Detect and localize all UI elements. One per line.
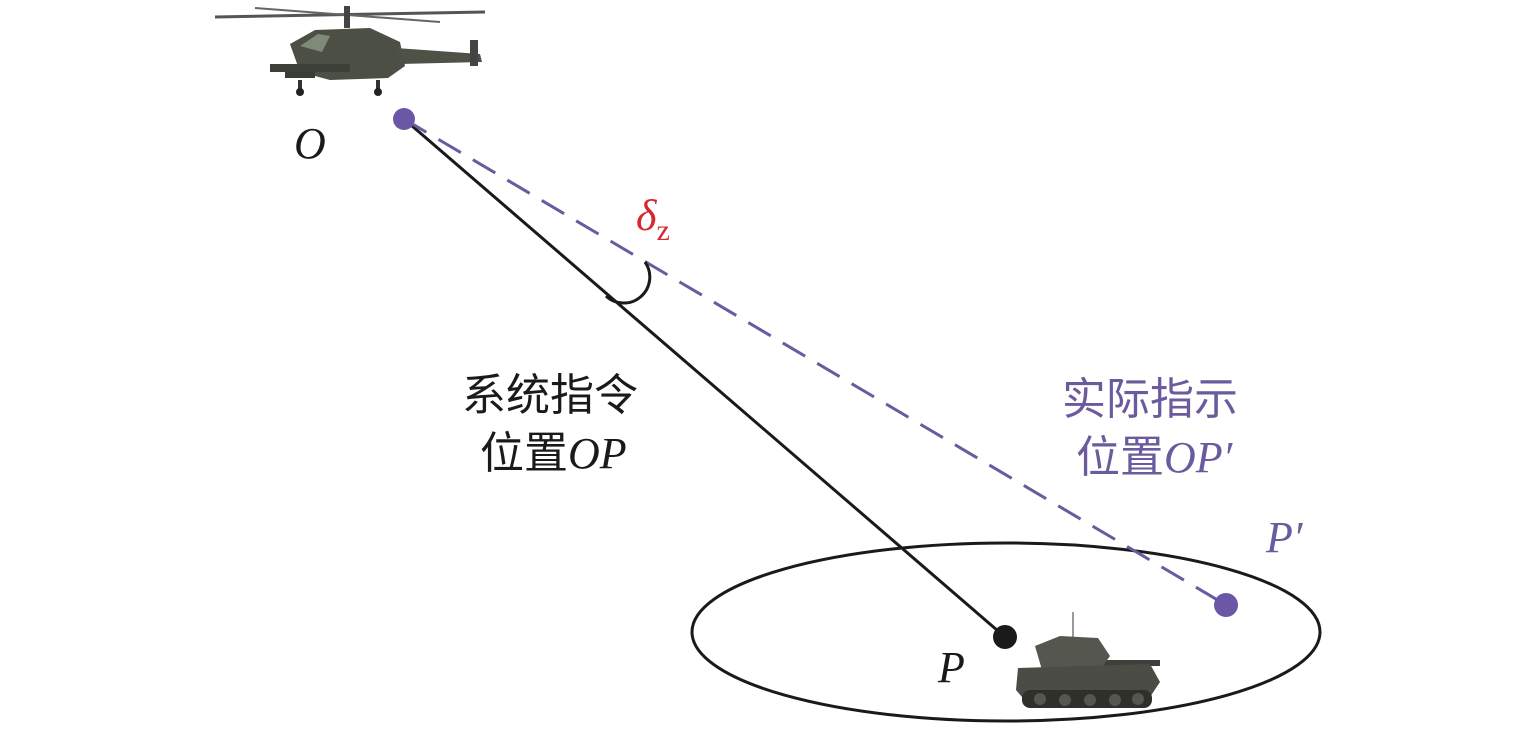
target-area-ellipse bbox=[690, 541, 1322, 723]
target-point bbox=[993, 625, 1017, 649]
tank-icon bbox=[1016, 612, 1160, 708]
actual-indication-caption-line1: 实际指示 bbox=[1062, 374, 1238, 425]
origin-point bbox=[393, 108, 415, 130]
system-command-caption-line1: 系统指令 bbox=[462, 370, 638, 421]
actual-indication-caption-line2: 位置OP′ bbox=[1076, 432, 1234, 483]
actual-point-label: P′ bbox=[1265, 513, 1304, 562]
actual-indication-line bbox=[403, 117, 1227, 607]
system-command-caption-line2: 位置OP bbox=[480, 428, 627, 479]
actual-point bbox=[1214, 593, 1238, 617]
origin-label: O bbox=[294, 119, 326, 168]
system-command-line bbox=[403, 117, 1006, 639]
target-label: P bbox=[937, 643, 965, 692]
helicopter-icon bbox=[214, 6, 486, 96]
angle-label: δz bbox=[636, 191, 670, 247]
angle-arc bbox=[604, 261, 652, 305]
